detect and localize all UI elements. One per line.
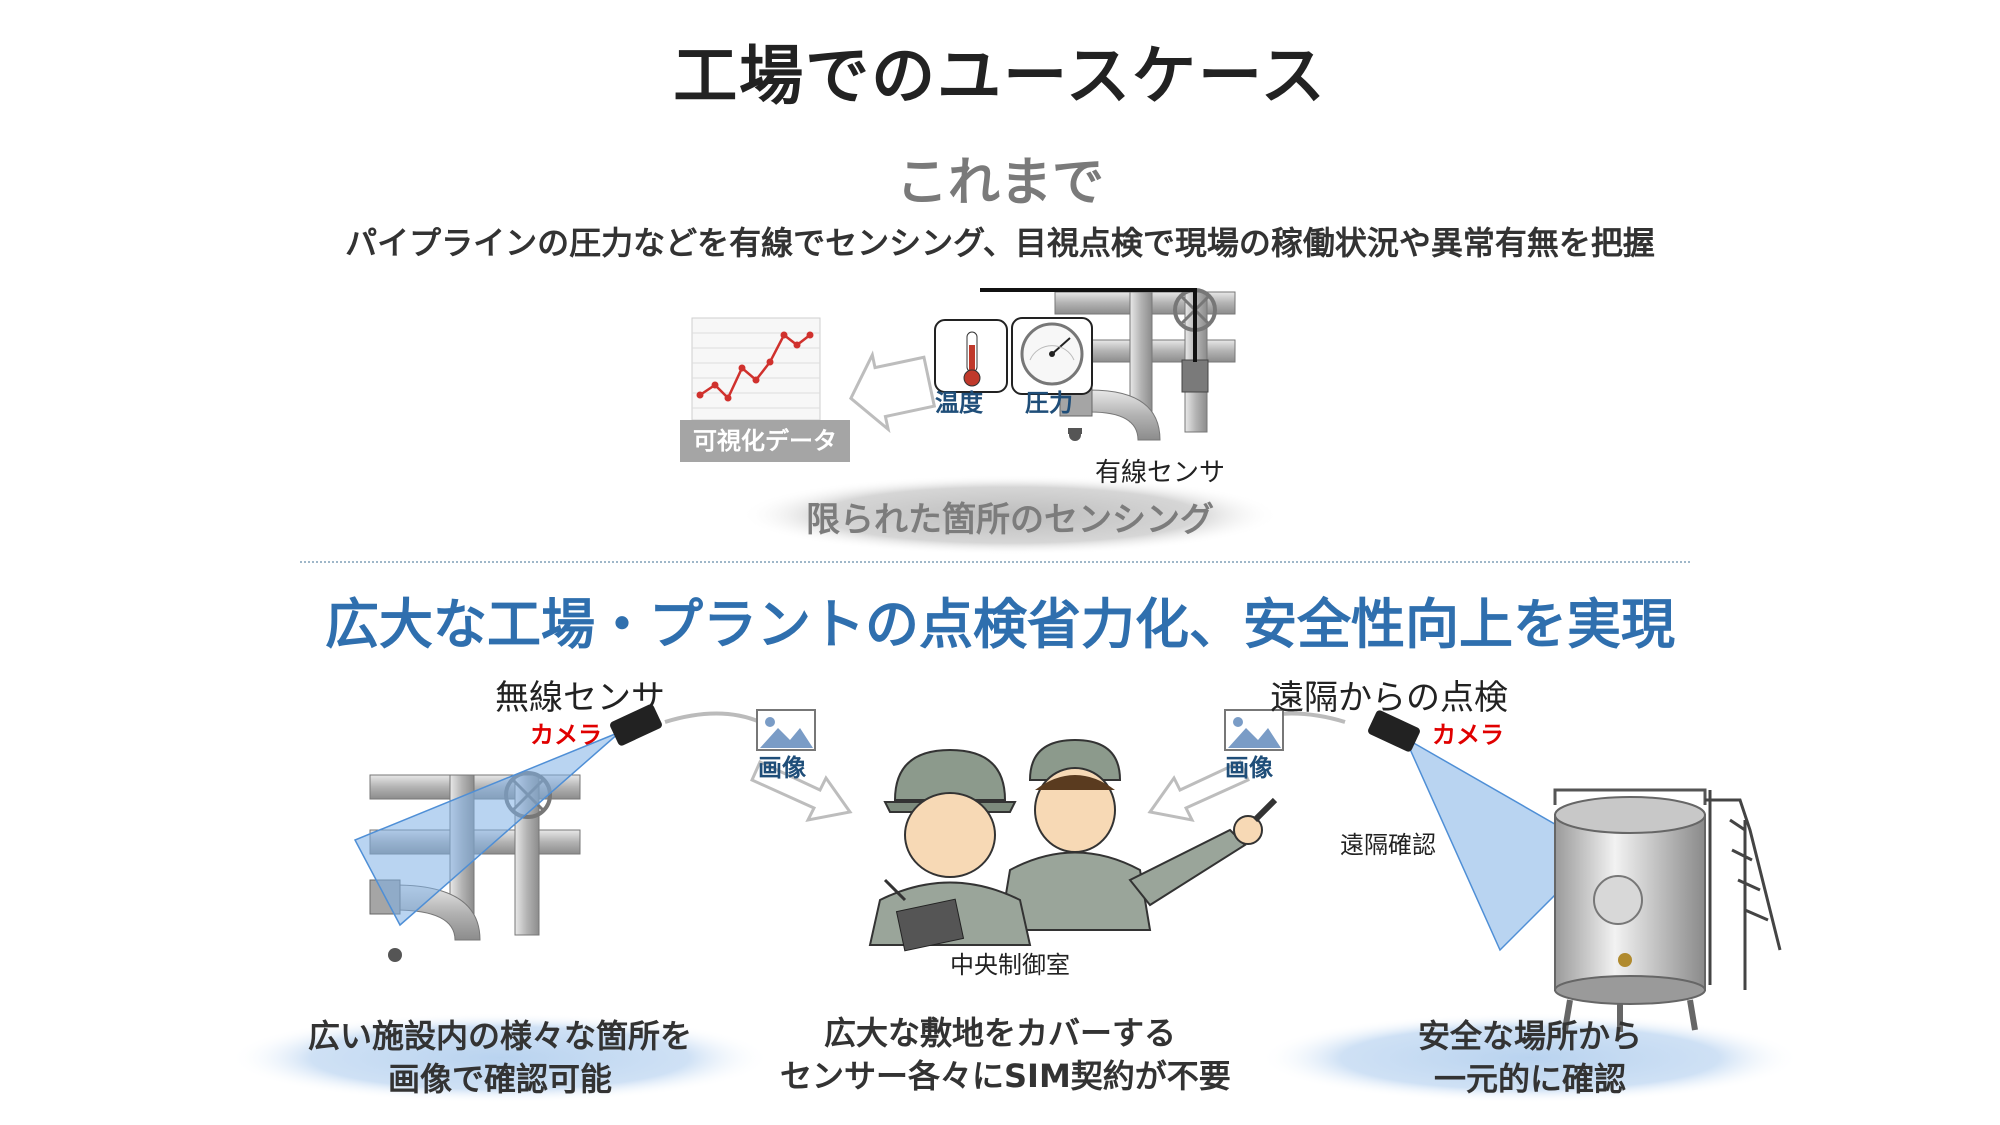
benefit-right-backdrop	[1260, 1013, 1800, 1103]
before-description: パイプラインの圧力などを有線でセンシング、目視点検で現場の稼働状況や異常有無を把…	[345, 224, 1655, 262]
benefit-center-line1: 広大な敷地をカバーする	[823, 1014, 1176, 1052]
limited-sensing-backdrop	[740, 475, 1280, 555]
tank-illustration	[1553, 788, 1782, 1032]
after-heading: 広大な工場・プラントの点検省力化、安全性向上を実現	[325, 593, 1675, 656]
before-heading: これまで	[895, 153, 1104, 213]
arrow-to-control-left	[750, 759, 853, 823]
benefit-right-line2: 一元的に確認	[1433, 1060, 1626, 1098]
data-flow-arrow	[849, 350, 937, 434]
section-divider	[300, 561, 1690, 563]
remote-inspection-label: 遠隔からの点検	[1270, 678, 1508, 718]
wireless-sensor-label: 無線センサ	[495, 678, 665, 718]
arrow-to-control-right	[1147, 759, 1250, 823]
workers-illustration	[868, 738, 1278, 952]
benefit-left-line1: 広い施設内の様々な箇所を	[307, 1017, 692, 1055]
thermometer-icon	[934, 319, 1008, 393]
image-icon-right	[1224, 709, 1284, 751]
image-label-right: 画像	[1225, 754, 1273, 782]
camera-label-left: カメラ	[530, 721, 602, 749]
wired-sensor-label: 有線センサ	[1095, 458, 1226, 488]
benefit-center: 広大な敷地をカバーする センサー各々にSIM契約が不要	[780, 1012, 1231, 1098]
limited-sensing-label: 限られた箇所のセンシング	[806, 500, 1214, 540]
benefit-left-backdrop	[230, 1013, 770, 1103]
visualization-data-label: 可視化データ	[680, 420, 850, 462]
page-title: 工場でのユースケース	[673, 40, 1327, 114]
pressure-label: 圧力	[1025, 389, 1073, 417]
camera-left-icon	[353, 704, 662, 927]
benefit-center-line2: センサー各々にSIM契約が不要	[780, 1057, 1231, 1095]
control-room-label: 中央制御室	[950, 951, 1070, 979]
image-icon-left	[756, 709, 816, 751]
camera-right-icon	[1368, 710, 1602, 952]
pressure-gauge-icon	[1011, 317, 1093, 395]
signal-curve-left	[664, 711, 761, 724]
image-label-left: 画像	[758, 754, 806, 782]
remote-check-label: 遠隔確認	[1340, 831, 1436, 859]
benefit-left-line2: 画像で確認可能	[387, 1060, 612, 1098]
chart-thumbnail-icon	[691, 317, 821, 421]
camera-label-right: カメラ	[1432, 721, 1504, 749]
benefit-right-line1: 安全な場所から	[1417, 1017, 1642, 1055]
benefit-left: 広い施設内の様々な箇所を 画像で確認可能	[240, 1015, 760, 1101]
temperature-label: 温度	[935, 389, 983, 417]
benefit-right: 安全な場所から 一元的に確認	[1280, 1015, 1780, 1101]
